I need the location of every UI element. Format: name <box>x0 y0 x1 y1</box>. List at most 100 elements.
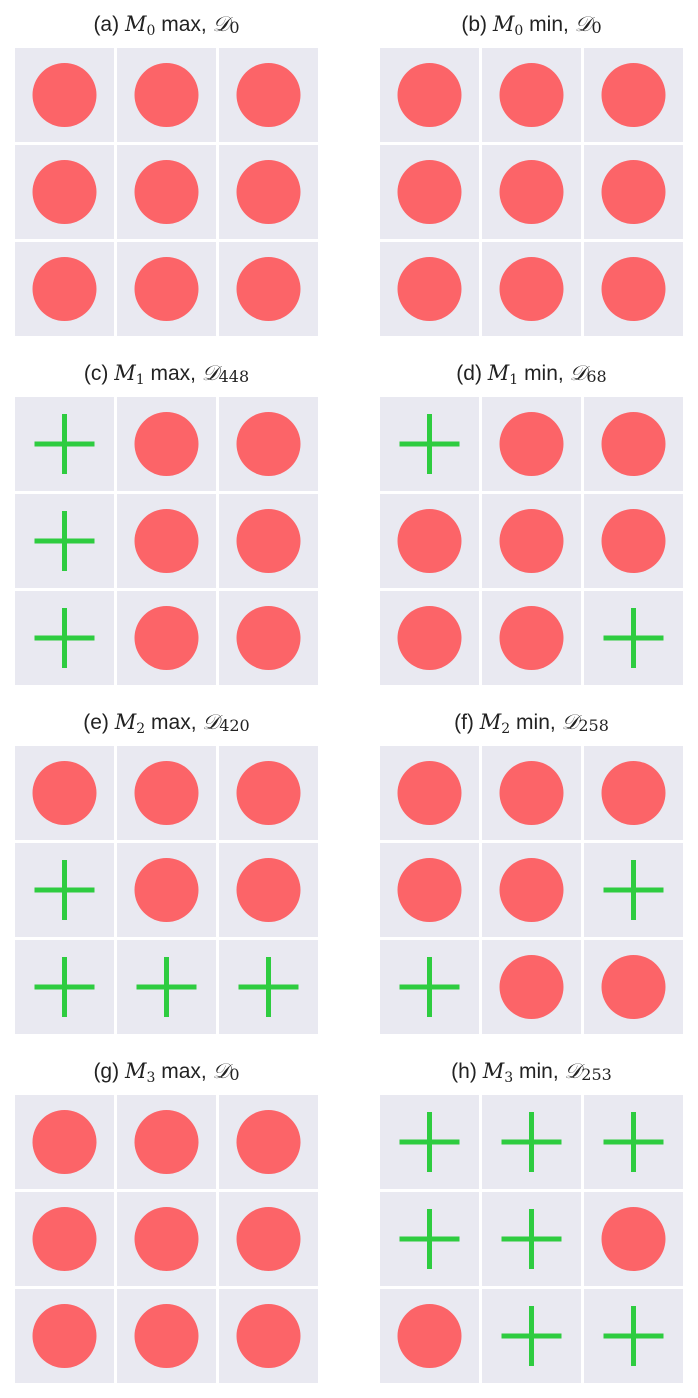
grid-cell <box>380 48 479 142</box>
circle-marker <box>236 509 301 573</box>
dataset-subscript: 448 <box>218 367 250 386</box>
grid-cell <box>219 591 318 685</box>
plus-marker <box>34 511 95 571</box>
circle-marker <box>601 1207 666 1271</box>
circle-marker <box>499 858 564 922</box>
circle-marker <box>601 257 666 321</box>
plus-marker <box>399 1209 460 1269</box>
grid-cell <box>15 746 114 840</box>
circle-marker <box>236 1207 301 1271</box>
grid-cell <box>15 242 114 336</box>
grid-cell <box>117 746 216 840</box>
dataset-subscript: 253 <box>581 1065 612 1084</box>
dataset-subscript: 0 <box>229 1065 240 1084</box>
panel-title: (f) M2 min, 𝒟258 <box>454 710 609 737</box>
grid-cell <box>380 145 479 239</box>
grid-cell <box>584 48 683 142</box>
circle-marker <box>134 1304 199 1368</box>
grid-cell <box>380 746 479 840</box>
grid <box>15 746 318 1036</box>
circle-marker <box>499 63 564 127</box>
plus-marker <box>501 1306 562 1366</box>
grid-cell <box>584 1192 683 1286</box>
plus-marker <box>238 957 299 1017</box>
panel-mode: min <box>518 1060 553 1083</box>
grid-cell <box>482 48 581 142</box>
dataset-subscript: 68 <box>586 367 607 386</box>
grid-cell <box>380 1289 479 1383</box>
circle-marker <box>134 160 199 224</box>
circle-marker <box>236 606 301 670</box>
model-symbol: M <box>114 361 136 385</box>
model-subscript: 1 <box>135 372 145 388</box>
dataset-symbol: 𝒟 <box>212 1059 230 1083</box>
model-symbol: M <box>124 12 147 36</box>
grid-cell <box>15 397 114 491</box>
grid-cell <box>219 397 318 491</box>
circle-marker <box>134 858 199 922</box>
plus-marker <box>136 957 197 1017</box>
model-subscript: 3 <box>504 1070 514 1086</box>
plus-marker <box>399 414 460 474</box>
panel-label: (d) <box>456 362 482 385</box>
circle-marker <box>236 257 301 321</box>
circle-marker <box>397 606 462 670</box>
dataset-symbol: 𝒟 <box>574 12 592 36</box>
plus-marker <box>34 608 95 668</box>
grid-cell <box>15 494 114 588</box>
circle-marker <box>134 63 199 127</box>
circle-marker <box>601 509 666 573</box>
grid-cell <box>380 940 479 1034</box>
circle-marker <box>236 1110 301 1174</box>
plus-marker <box>399 1112 460 1172</box>
grid-cell <box>15 1289 114 1383</box>
circle-marker <box>397 858 462 922</box>
grid-cell <box>117 242 216 336</box>
dataset-subscript: 0 <box>229 18 240 37</box>
circle-marker <box>236 412 301 476</box>
circle-marker <box>601 761 666 825</box>
circle-marker <box>499 606 564 670</box>
circle-marker <box>397 761 462 825</box>
dataset-subscript: 420 <box>219 716 250 735</box>
circle-marker <box>601 160 666 224</box>
grid-cell <box>15 1095 114 1189</box>
grid-cell <box>584 746 683 840</box>
grid-cell <box>117 48 216 142</box>
grid-cell <box>482 591 581 685</box>
grid-cell <box>219 940 318 1034</box>
circle-marker <box>236 160 301 224</box>
model-symbol: M <box>482 1059 505 1083</box>
circle-marker <box>236 63 301 127</box>
model-subscript: 3 <box>146 1070 156 1086</box>
grid-cell <box>380 843 479 937</box>
panel-title: (e) M2 max, 𝒟420 <box>83 710 250 737</box>
panel-mode: min <box>529 13 563 36</box>
circle-marker <box>32 1207 97 1271</box>
grid-cell <box>219 145 318 239</box>
circle-marker <box>499 955 564 1019</box>
grid-cell <box>482 145 581 239</box>
circle-marker <box>499 257 564 321</box>
grid-cell <box>584 591 683 685</box>
grid-cell <box>117 591 216 685</box>
grid-cell <box>117 494 216 588</box>
circle-marker <box>601 63 666 127</box>
grid <box>15 397 318 687</box>
circle-marker <box>32 761 97 825</box>
grid-cell <box>117 397 216 491</box>
model-symbol: M <box>487 361 510 385</box>
grid-cell <box>15 843 114 937</box>
circle-marker <box>601 955 666 1019</box>
model-symbol: M <box>479 710 502 734</box>
grid-cell <box>219 746 318 840</box>
circle-marker <box>134 606 199 670</box>
grid-cell <box>584 397 683 491</box>
model-subscript: 2 <box>136 721 146 737</box>
grid <box>380 397 683 687</box>
panel-label: (g) <box>93 1060 120 1083</box>
dataset-subscript: 0 <box>591 18 602 37</box>
circle-marker <box>134 1110 199 1174</box>
grid-cell <box>584 1289 683 1383</box>
grid-cell <box>219 1289 318 1383</box>
